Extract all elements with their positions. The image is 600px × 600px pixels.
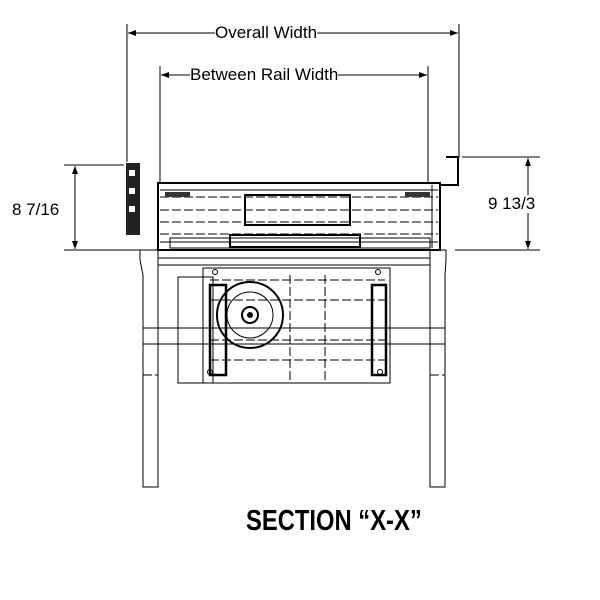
right-guide-rail: [440, 156, 459, 186]
overall-width-dimension: [126, 24, 460, 162]
drive-unit: [177, 267, 391, 384]
left-height-label: 8 7/16: [12, 200, 60, 219]
support-stand: [139, 249, 447, 488]
section-title: SECTION “X-X”: [246, 505, 422, 537]
right-height-label: 9 13/3: [488, 194, 536, 213]
motor-pulley: [216, 281, 284, 349]
overall-width-label: Overall Width: [215, 23, 318, 42]
left-guide-rail: [126, 163, 140, 235]
left-height-dimension: [64, 164, 140, 251]
between-rail-width-label: Between Rail Width: [190, 65, 339, 84]
conveyor-bed: [157, 182, 441, 251]
